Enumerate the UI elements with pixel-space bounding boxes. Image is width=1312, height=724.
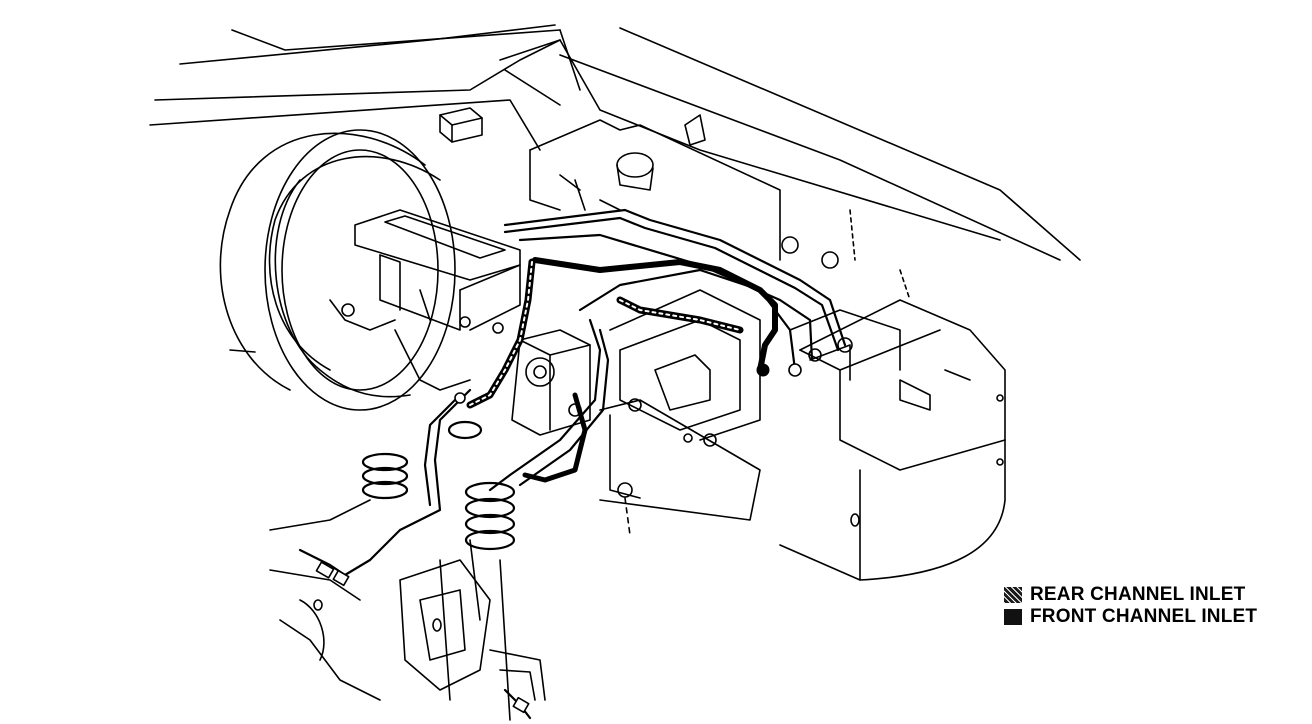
legend-label-front: FRONT CHANNEL INLET xyxy=(1030,606,1258,627)
solid-swatch-icon xyxy=(1004,609,1022,625)
abs-modulator xyxy=(599,289,761,536)
wheel-well xyxy=(219,132,441,398)
rear-channel-line xyxy=(466,258,744,409)
hatched-swatch-icon xyxy=(1004,587,1022,603)
legend-item-front: FRONT CHANNEL INLET xyxy=(1004,606,1304,628)
lower-frame xyxy=(269,499,546,721)
housing-box xyxy=(779,299,1006,581)
brake-lines xyxy=(298,208,847,720)
engine-components xyxy=(529,114,781,261)
legend: REAR CHANNEL INLET FRONT CHANNEL INLET xyxy=(1004,584,1304,628)
right-bracket xyxy=(781,209,911,381)
legend-item-rear: REAR CHANNEL INLET xyxy=(1004,584,1304,606)
combination-valve xyxy=(511,329,591,436)
fender-outline xyxy=(149,24,1081,261)
legend-label-rear: REAR CHANNEL INLET xyxy=(1030,584,1246,605)
front-channel-line xyxy=(522,257,778,483)
brake-line-coils xyxy=(361,420,516,551)
master-cylinder xyxy=(354,209,521,391)
relay-block xyxy=(439,107,483,143)
line-fittings xyxy=(315,363,802,714)
